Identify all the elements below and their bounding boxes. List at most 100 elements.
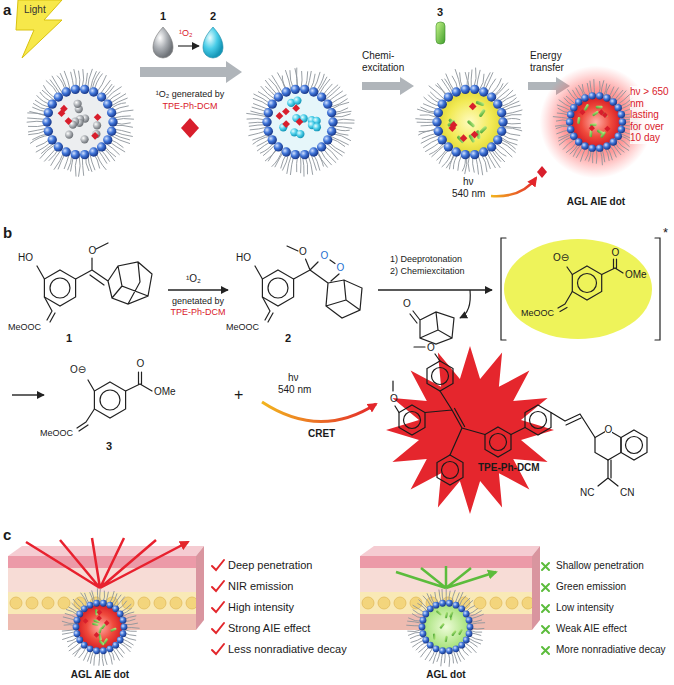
nanoparticle-dot-shape	[596, 92, 603, 99]
atom-label: O	[605, 424, 613, 436]
nanoparticle	[471, 131, 479, 139]
light-bolt	[16, 0, 62, 58]
nanoparticle	[105, 143, 119, 155]
reaction-arrow	[168, 289, 228, 290]
emitter-star-shape	[490, 434, 507, 451]
photosensitizer-diamond	[181, 118, 199, 138]
chem-structure	[268, 278, 288, 298]
nanoparticle	[296, 130, 304, 138]
nanoparticle-dot-shape	[76, 611, 83, 618]
nanoparticle	[27, 69, 134, 177]
nanoparticle-dot-shape	[424, 605, 469, 650]
nanoparticle-dot-shape	[575, 98, 582, 105]
chem-structure	[94, 382, 125, 418]
nanoparticle	[493, 99, 502, 108]
nanoparticle-dot-shape	[439, 600, 446, 607]
nanoparticle-dot-shape	[74, 617, 81, 624]
nanoparticle	[479, 147, 488, 156]
nanoparticle-dot-shape	[427, 605, 434, 612]
check-mark	[212, 560, 224, 654]
compound-name: TPE-Ph-DCM	[170, 307, 225, 317]
nanoparticle-dot-shape	[596, 144, 603, 151]
chem-structure	[410, 311, 454, 344]
nanoparticle-dot-shape	[100, 600, 107, 607]
nanoparticle	[246, 68, 354, 177]
atom-label: O	[299, 246, 307, 258]
compound-number: 2	[210, 10, 216, 23]
reaction-arrow	[140, 61, 242, 83]
emitter-star-shape	[530, 412, 547, 429]
plus-sign: +	[234, 386, 243, 404]
nanoparticle	[107, 108, 116, 117]
nanoparticle-dot-shape	[614, 104, 621, 111]
reagent-icon	[203, 27, 223, 58]
emitter-star-shape	[393, 347, 647, 486]
excited-state-ellipse-shape	[558, 259, 623, 312]
emitter-star-shape	[399, 405, 425, 435]
nanoparticle-dot-shape	[577, 117, 580, 124]
atom-label: NC	[580, 487, 594, 499]
nanoparticle	[323, 135, 332, 144]
nanoparticle	[276, 112, 284, 120]
atom-label: CN	[620, 487, 634, 499]
atom-label: HO	[18, 252, 33, 264]
transfer-label: CRET	[308, 428, 335, 440]
nanoparticle	[327, 108, 336, 117]
nanoparticle-dot-shape	[119, 642, 131, 652]
emission-label: hν > 650 nm lasting for over 10 day	[630, 86, 670, 144]
nanoparticle	[487, 92, 496, 101]
nanoparticle	[438, 99, 447, 108]
nanoparticle-dot-shape	[575, 138, 582, 145]
nanoparticle-dot-shape	[446, 589, 447, 604]
compound-number: 3	[106, 440, 112, 453]
nanoparticle	[91, 132, 99, 140]
nanoparticle	[107, 127, 116, 136]
nanoparticle-dot-shape	[446, 600, 453, 607]
nanoparticle	[103, 135, 112, 144]
emitter-star-shape	[432, 368, 449, 385]
emitter-star-shape	[525, 405, 551, 435]
chem-structure	[501, 238, 660, 340]
nanoparticle-dot-shape	[433, 645, 440, 652]
nanoparticle	[478, 109, 486, 118]
nanoparticle	[62, 87, 71, 96]
nanoparticle	[497, 127, 506, 136]
skin-layers	[8, 546, 204, 556]
nanoparticle	[487, 142, 496, 151]
nanoparticle	[274, 92, 283, 101]
nanoparticle-dot-shape	[570, 133, 577, 140]
nanoparticle	[442, 150, 453, 167]
atom-label: O⊖	[70, 364, 86, 376]
atom-label: O	[427, 342, 435, 354]
nanoparticle	[97, 92, 106, 101]
feature-item: Low intensity	[556, 602, 614, 614]
nanoparticle-dot: AGL dot	[401, 585, 491, 683]
compound-number: 1	[66, 332, 72, 345]
nanoparticle-dot-shape	[610, 138, 617, 145]
nanoparticle-dot-shape	[439, 647, 446, 654]
nanoparticle	[452, 147, 461, 156]
skin-layers	[8, 556, 196, 568]
nanoparticle-dot-shape	[401, 585, 491, 683]
nanoparticle	[268, 99, 277, 108]
nanoparticle-dot-shape	[618, 111, 625, 118]
nanoparticle-dot-shape	[433, 602, 440, 609]
nanoparticle-dot-shape	[94, 632, 100, 638]
nanoparticle-dot-shape	[55, 585, 145, 683]
nanoparticle	[309, 147, 318, 156]
chem-structure	[100, 390, 120, 410]
feature-item: NIR emission	[228, 580, 293, 593]
nanoparticle-dot-shape	[117, 611, 124, 618]
nanoparticle	[110, 135, 130, 144]
nanoparticle-dot-shape	[566, 118, 573, 125]
nanoparticle-dot: AGL AIE dot	[55, 585, 145, 683]
nanoparticle	[327, 127, 336, 136]
panel-letter: b	[3, 224, 12, 241]
feature-item: Shallow penetration	[556, 560, 644, 572]
nanoparticle	[52, 76, 63, 94]
nanoparticle-dot-shape	[603, 142, 610, 149]
nanoparticle-dot-shape	[451, 630, 457, 637]
nanoparticle-dot-shape	[452, 590, 455, 604]
emitter-star-shape	[427, 361, 453, 391]
emission-label: hν	[463, 176, 474, 188]
